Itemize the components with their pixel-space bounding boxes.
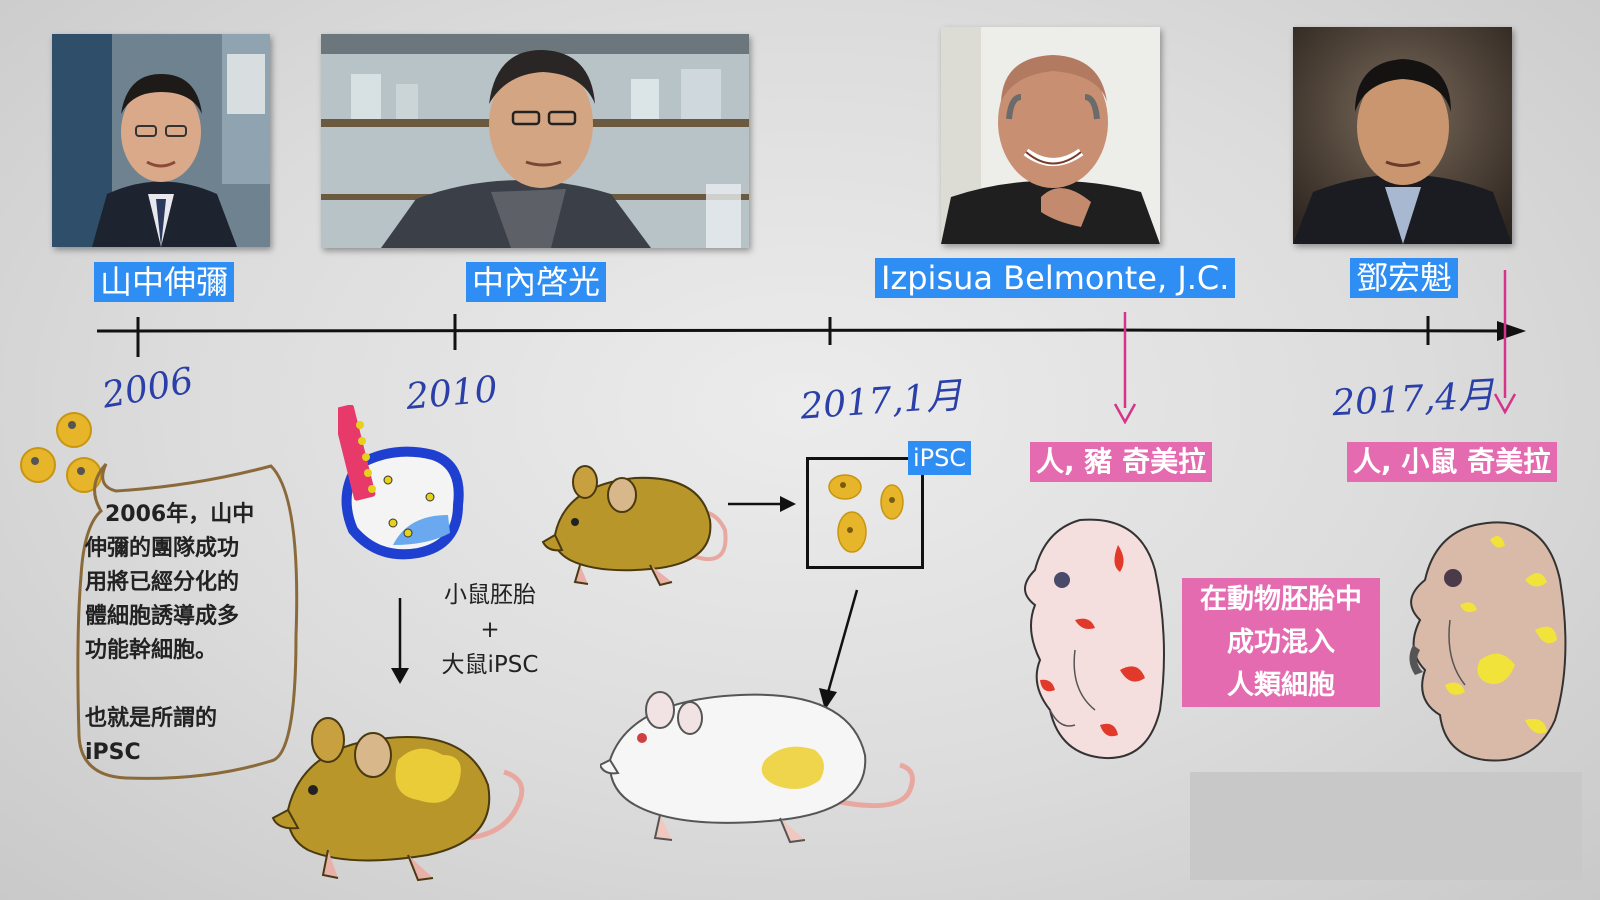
mix-line-plus: + (480, 617, 500, 643)
name-label-yamanaka: 山中伸彌 (94, 262, 235, 302)
petri-dish-injection-icon (338, 405, 464, 560)
ipsc-cells-cluster-icon (20, 412, 102, 493)
chimera-label-human-mouse: 人, 小鼠 奇美拉 (1347, 442, 1558, 482)
note-line: 體細胞誘導成多 (85, 604, 240, 629)
donor-rat-brown-icon (541, 465, 728, 587)
photo-deng-hongkui (1293, 27, 1512, 244)
year-2017-apr: 2017,4月 (1331, 374, 1496, 425)
photo-shinya-yamanaka (52, 34, 270, 247)
human-cells-line: 人類細胞 (1227, 670, 1335, 701)
mouse-embryo-icon (1409, 521, 1567, 762)
human-cells-line: 成功混入 (1227, 627, 1335, 658)
ipsc-box (806, 457, 924, 569)
note-line: 功能幹細胞。 (85, 638, 218, 663)
photo-izpisua-belmonte (941, 27, 1160, 244)
pink-arrow-mouse-icon (1493, 270, 1517, 415)
ipsc-tag: iPSC (908, 441, 972, 475)
chimera-rat-white-icon (600, 691, 915, 844)
note-line: 伸彌的團隊成功 (85, 536, 240, 561)
note-line: 2006年，山中 (105, 502, 255, 527)
ipsc-cells-icon (828, 474, 904, 553)
pink-arrow-pig-icon (1113, 312, 1137, 424)
blank-panel (1190, 772, 1582, 880)
photo-hiromitsu-nakauchi (321, 34, 749, 248)
name-label-deng: 鄧宏魁 (1350, 258, 1459, 298)
name-label-belmonte: Izpisua Belmonte, J.C. (875, 258, 1236, 298)
human-cells-box: 在動物胚胎中 成功混入 人類細胞 (1182, 578, 1380, 707)
name-label-nakauchi: 中內啓光 (466, 262, 607, 302)
down-arrow-icon (391, 598, 409, 684)
pig-embryo-icon (1024, 518, 1165, 760)
mix-line-rat-ipsc: 大鼠iPSC (441, 652, 539, 678)
timeline-axis (96, 314, 1526, 357)
diagonal-arrow-icon (819, 589, 859, 710)
human-cells-line: 在動物胚胎中 (1200, 584, 1362, 615)
note-line: 用將已經分化的 (85, 570, 240, 595)
chimera-mouse-brown-icon (271, 717, 525, 882)
chimera-label-human-pig: 人, 豬 奇美拉 (1030, 442, 1213, 482)
mix-text-block: 小鼠胚胎 + 大鼠iPSC (420, 578, 560, 683)
right-arrow-icon (728, 496, 796, 512)
note-text-block: 2006年，山中 伸彌的團隊成功 用將已經分化的 體細胞誘導成多 功能幹細胞。 … (85, 498, 285, 770)
year-2017-jan: 2017,1月 (799, 375, 964, 428)
note-line: iPSC (85, 740, 141, 765)
mix-line-mouse-embryo: 小鼠胚胎 (444, 582, 536, 608)
note-bubble-outline (76, 462, 299, 780)
note-line: 也就是所謂的 (85, 706, 218, 731)
